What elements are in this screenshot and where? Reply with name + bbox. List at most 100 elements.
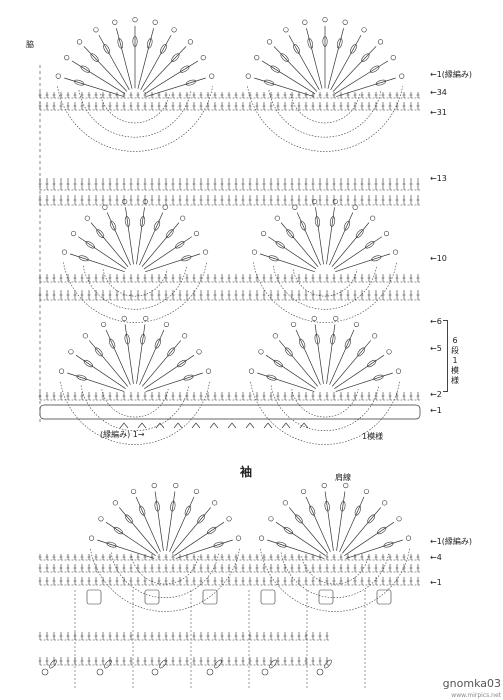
one-pattern-label: 1模様 xyxy=(362,432,384,441)
fan-stitch xyxy=(273,46,318,92)
fan-stitch xyxy=(278,340,319,387)
motif-box xyxy=(144,589,160,605)
picot xyxy=(390,55,396,61)
puff-stitch xyxy=(165,229,174,239)
row-34: ←34 xyxy=(430,88,447,97)
picot xyxy=(193,230,200,237)
picot xyxy=(383,230,390,237)
side-label: 脇 xyxy=(26,40,34,49)
row-13: ←13 xyxy=(430,174,447,183)
picot xyxy=(372,333,378,339)
fan-stitch xyxy=(116,28,133,89)
puff-stitch xyxy=(85,241,95,249)
picot xyxy=(102,204,108,210)
puff-stitch xyxy=(180,65,190,73)
picot xyxy=(302,19,308,25)
picot xyxy=(68,349,74,355)
row-1: ←1 xyxy=(430,406,442,415)
picot xyxy=(226,516,232,522)
puff-stitch xyxy=(139,216,146,227)
picot xyxy=(205,368,212,374)
picot xyxy=(261,668,269,676)
puff-stitch xyxy=(154,501,160,512)
fan-stitch xyxy=(330,35,362,90)
fan-arc xyxy=(260,548,410,612)
fan-arc xyxy=(82,265,188,310)
puff-stitch xyxy=(284,347,293,357)
puff-stitch xyxy=(314,334,320,345)
picot xyxy=(98,516,104,522)
picot xyxy=(163,321,170,328)
fan-arc xyxy=(250,381,400,445)
picot xyxy=(290,321,297,328)
fan-arc xyxy=(253,262,397,323)
puff-stitch xyxy=(361,53,370,62)
puff-stitch xyxy=(273,359,283,368)
picot xyxy=(382,500,388,506)
picot xyxy=(142,198,148,205)
fan-arc xyxy=(60,381,210,445)
picot xyxy=(353,321,360,328)
row-5: ←5 xyxy=(430,344,442,353)
puff-stitch xyxy=(293,44,300,54)
row-6: ←6 xyxy=(430,317,442,326)
puff-stitch xyxy=(344,338,352,349)
picot xyxy=(112,500,118,506)
puff-stitch xyxy=(154,338,162,349)
puff-stitch xyxy=(78,255,89,262)
picot xyxy=(258,535,265,541)
picot xyxy=(187,39,194,45)
picot xyxy=(399,73,405,79)
fan-stitch xyxy=(142,46,187,92)
puff-stitch xyxy=(330,334,336,345)
picot xyxy=(55,73,61,79)
repeat-label: 6段 1 模様 xyxy=(451,336,459,385)
puff-stitch xyxy=(104,659,112,669)
picot xyxy=(41,668,49,676)
picot xyxy=(121,315,127,322)
puff-stitch xyxy=(184,505,192,516)
picot xyxy=(332,198,338,205)
picot xyxy=(274,215,280,221)
picot xyxy=(333,315,339,322)
puff-stitch xyxy=(106,541,117,548)
edge-picot xyxy=(173,422,183,429)
puff-stitch xyxy=(74,79,85,86)
picot xyxy=(283,27,289,33)
puff-stitch xyxy=(377,526,387,535)
picot xyxy=(151,668,159,676)
puff-stitch xyxy=(167,347,176,357)
puff-stitch xyxy=(350,44,357,54)
fan-stitch xyxy=(332,46,377,92)
picot xyxy=(352,204,358,210)
picot xyxy=(254,55,260,61)
motif-box xyxy=(202,589,218,605)
row-10: ←10 xyxy=(430,254,447,263)
picot xyxy=(396,516,402,522)
fan-stitch xyxy=(327,28,344,89)
puff-stitch xyxy=(213,541,224,548)
puff-stitch xyxy=(49,659,57,669)
fan-stitch xyxy=(98,35,130,90)
puff-stitch xyxy=(354,505,362,516)
puff-stitch xyxy=(308,505,316,516)
picot xyxy=(312,198,318,205)
motif-box xyxy=(260,589,276,605)
picot xyxy=(272,333,278,339)
watermark-user: gnomka03 xyxy=(442,677,501,690)
fan-stitch xyxy=(341,507,382,554)
fan-stitch xyxy=(141,340,182,387)
puff-stitch xyxy=(207,526,217,535)
fan-stitch xyxy=(331,340,372,387)
puff-stitch xyxy=(343,220,351,231)
edge-picot xyxy=(299,422,309,429)
fan-arc xyxy=(272,265,378,310)
bottom-edge-label: (縁編み) 1→ xyxy=(100,430,145,439)
fan-stitch xyxy=(288,507,329,554)
picot xyxy=(363,488,370,495)
fan-stitch xyxy=(288,35,320,90)
picot xyxy=(292,204,298,210)
puff-stitch xyxy=(83,359,93,368)
picot xyxy=(248,368,255,374)
picot xyxy=(61,249,68,255)
